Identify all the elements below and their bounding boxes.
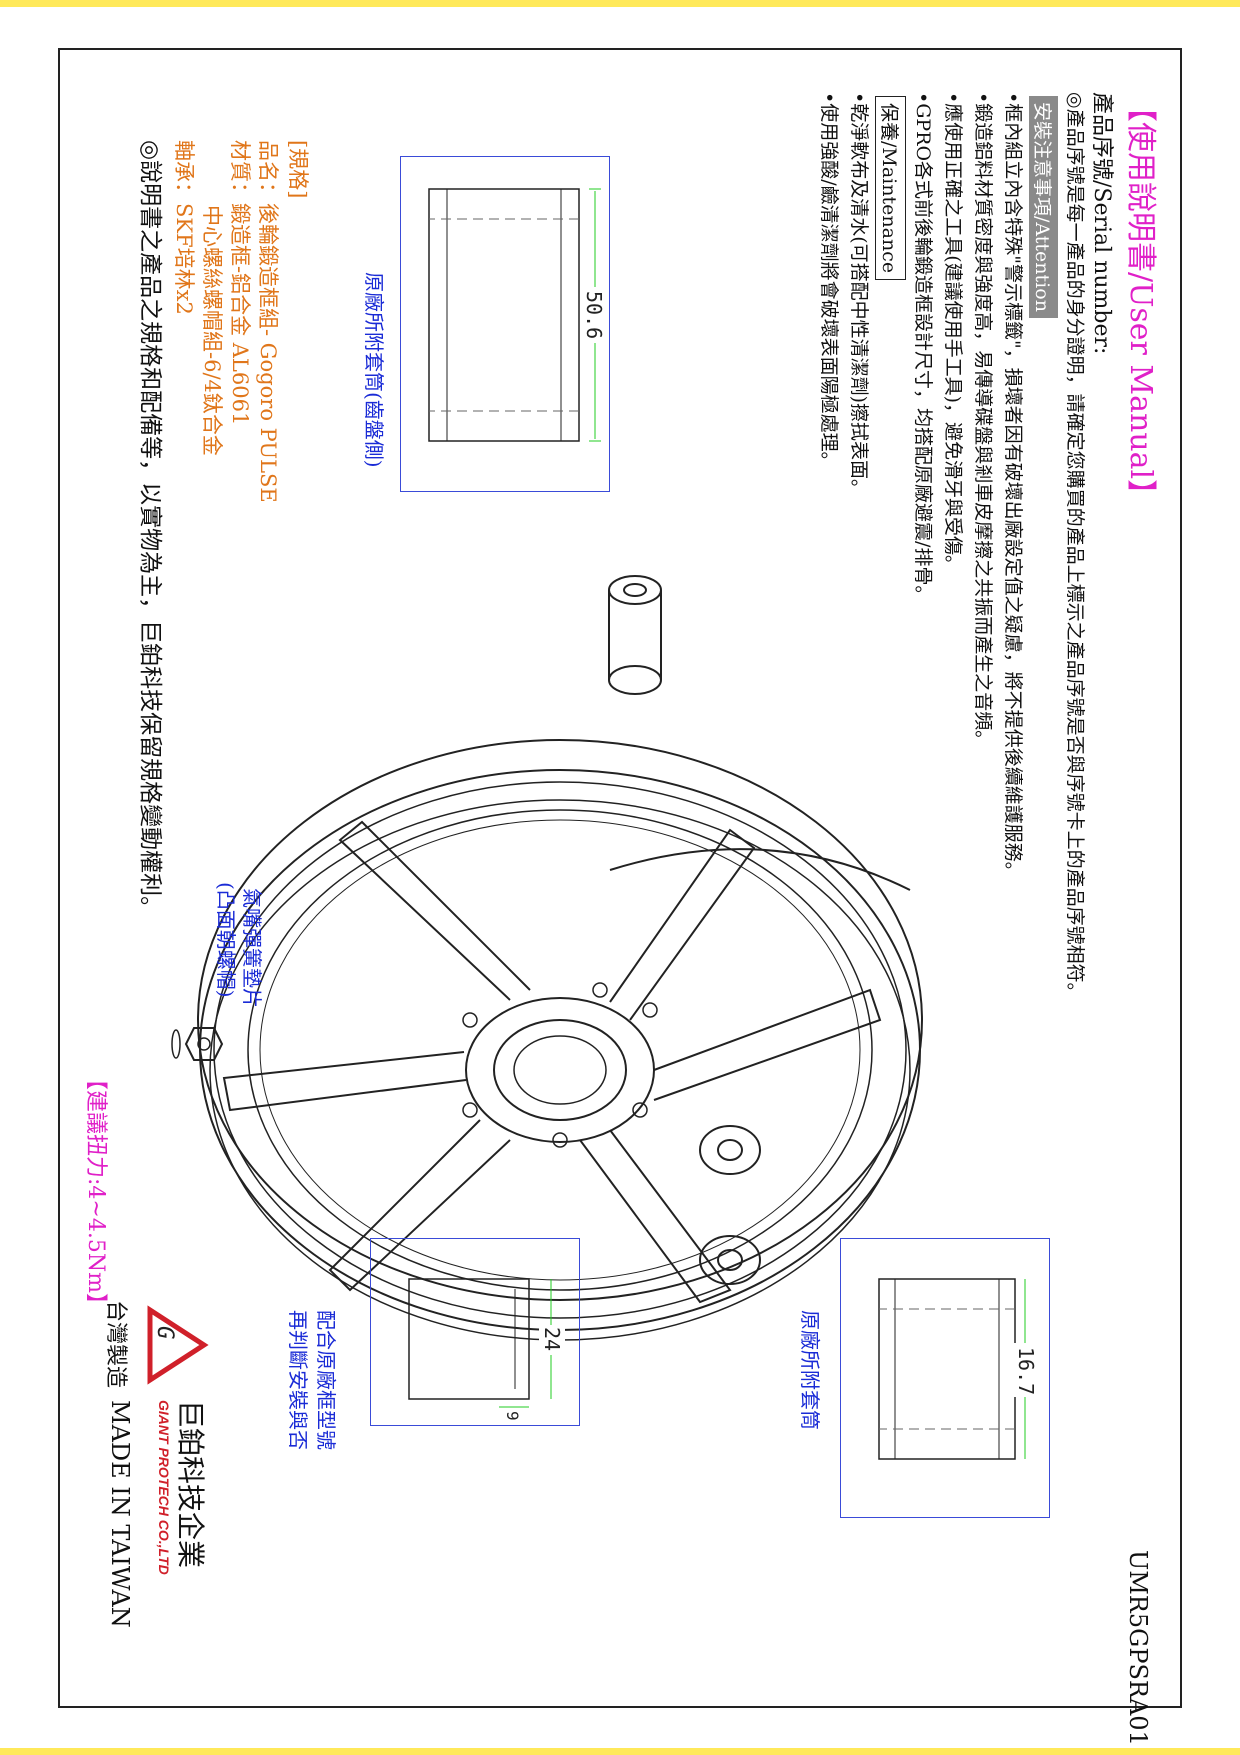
company-name-cn: 巨鉑科技企業 (174, 1400, 207, 1569)
sleeve-box: 16.7 (840, 1238, 1050, 1518)
washer-label-2: (凸面朝螺帽) (214, 882, 238, 998)
made-cn: 台灣製造 (103, 1300, 128, 1389)
sleeve-drawing: 16.7 (878, 1278, 1039, 1460)
torque-label: 【建議扭力:4~4.5Nm】 (83, 1068, 108, 1315)
sleeve-gear-box: 50.6 (400, 156, 610, 492)
attention-label: 安裝注意事項/Attention (1029, 96, 1058, 318)
manual-title: 【使用說明書/User Manual】 (1123, 92, 1158, 510)
dim-50-6: 50.6 (582, 291, 606, 339)
dim-24: 24 (540, 1327, 564, 1351)
spec-heading: [規格] (286, 140, 310, 199)
company-logo-icon: G (147, 1305, 209, 1385)
rotated-sheet: 【使用說明書/User Manual】 產品序號/Serial number: … (60, 50, 1180, 1746)
company-name-en: GIANT PROTECH CO.,LTD (156, 1400, 172, 1575)
confirm-label-2: 再判斷安裝與否 (286, 1310, 310, 1450)
model-code: UMR5GPSRA01 (1124, 1550, 1152, 1746)
washer-nut-icon (171, 1027, 224, 1061)
spec-bearing: 軸承：SKF培林x2 (172, 140, 196, 315)
sleeve-gear-label: 原廠所附套筒(齒盤側) (362, 272, 386, 468)
sleeve-label: 原廠所附套筒 (798, 1310, 822, 1430)
page-frame (58, 48, 1182, 1708)
serial-note: ◎產品序號是每一產品的身分證明，請確定您購買的產品上標示之產品序號是否與序號卡上… (1064, 92, 1086, 1002)
spec-note: ◎說明書之產品之規格和配備等，以實物為主，巨鉑科技保留規格變動權利。 (137, 140, 163, 920)
svg-text:G: G (152, 1326, 177, 1339)
attention-item: •GPRO各式前後輪鍛造框設計尺寸，均搭配原廠避震/排骨。 (912, 92, 934, 605)
attention-item: •應使用正確之工具(建議使用手工具)，避免滑牙與受傷。 (942, 92, 964, 575)
maintenance-item: •使用強酸/鹼清潔劑將會破壞表面陽極處理。 (818, 92, 840, 471)
sleeve-gear-drawing: 50.6 (428, 188, 607, 442)
spec-name: 品名：後輪鍛造框組- Gogoro PULSE (256, 140, 280, 503)
sleeve-parts-icon (699, 1125, 761, 1285)
made-en: MADE IN TAIWAN (106, 1400, 134, 1628)
adapter-box: 24 9 (370, 1238, 580, 1426)
spec-material-2: 中心螺絲螺帽組-6/4鈦合金 (200, 205, 224, 456)
dim-9: 9 (503, 1411, 522, 1421)
confirm-label: 配合原廠框型號 (314, 1310, 338, 1450)
washer-label: 氣嘴彈簧墊片 (240, 888, 264, 1008)
adapter-drawing: 24 9 (408, 1278, 565, 1421)
bottom-highlight-bar (0, 1748, 1240, 1755)
top-highlight-bar (0, 0, 1240, 7)
sleeve-3d-icon (608, 575, 662, 695)
attention-item: •鍛造鋁料材質密度與強度高，易傳導碟盤與剎車皮摩擦之共振而產生之音頻。 (972, 92, 994, 750)
spec-material: 材質：鍛造框-鋁合金 AL6061 (228, 140, 252, 426)
maintenance-label: 保養/Maintenance (875, 96, 906, 281)
dim-16-7: 16.7 (1014, 1347, 1038, 1395)
serial-heading: 產品序號/Serial number: (1089, 92, 1114, 355)
maintenance-item: •乾淨軟布及清水(可搭配中性清潔劑)擦拭表面。 (848, 92, 870, 499)
